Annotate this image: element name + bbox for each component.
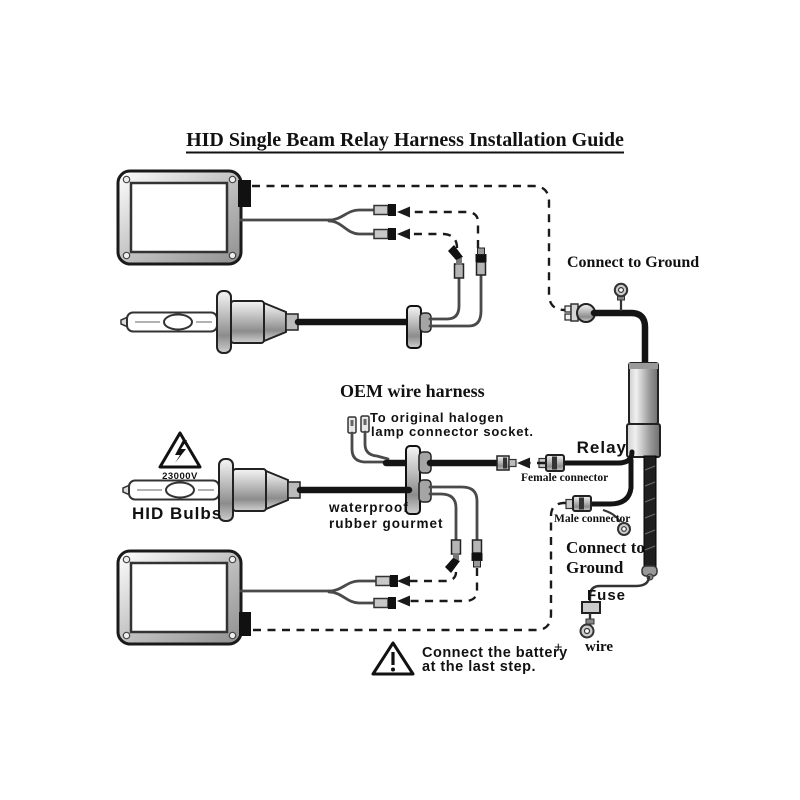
battery-note-line1: Connect the battery bbox=[422, 645, 568, 661]
arrowhead-left bbox=[517, 457, 530, 469]
ballast-top-lead-lower bbox=[327, 219, 376, 236]
halogen-label-line1: To original halogen bbox=[370, 410, 504, 425]
hid-bulb-top bbox=[120, 290, 413, 354]
fuse-label: Fuse bbox=[587, 587, 626, 604]
oem-lead-2 bbox=[363, 430, 390, 461]
oem-output-lead bbox=[426, 455, 517, 471]
grommet-middle bbox=[405, 445, 432, 515]
braid-texture bbox=[644, 465, 656, 551]
dashed-connection-female bbox=[517, 457, 545, 469]
oem-spade-terminal-2 bbox=[360, 415, 370, 433]
dashed-connection-spade-bottom bbox=[397, 571, 458, 587]
spade-connector-top bbox=[447, 244, 465, 279]
plus-symbol: + bbox=[554, 640, 563, 656]
ballast-bottom bbox=[116, 549, 399, 646]
arrowhead-left bbox=[397, 575, 410, 587]
male-connector bbox=[565, 495, 592, 512]
warning-voltage bbox=[158, 431, 202, 469]
hid-bulbs-label: HID Bulbs bbox=[132, 504, 222, 523]
ground-ring-terminal-mid bbox=[617, 522, 631, 536]
spade-connector-bottom bbox=[444, 539, 462, 574]
female-connector bbox=[538, 454, 565, 472]
exclamation-dot-icon bbox=[391, 667, 395, 672]
connect-to-ground-mid-label-line2: Ground bbox=[566, 558, 624, 577]
arrowhead-left bbox=[397, 595, 410, 607]
dashed-connection-bullet-top bbox=[397, 206, 480, 248]
relay-label: Relay bbox=[577, 438, 627, 457]
relay-body bbox=[626, 362, 661, 458]
ground-ring-terminal-top bbox=[613, 282, 629, 301]
waterproof-label-line2: rubber gourmet bbox=[329, 516, 444, 531]
waterproof-label-line1: waterproof bbox=[328, 500, 409, 515]
dashed-connection-ballast-top-to-relay bbox=[252, 184, 566, 312]
connect-to-ground-top-label: Connect to Ground bbox=[567, 254, 699, 271]
halogen-label-line2: lamp connector socket. bbox=[371, 424, 534, 439]
ballast-top bbox=[116, 169, 397, 266]
ballast-bottom-terminal-lower bbox=[373, 596, 397, 610]
bulb-bottom-connector-leads bbox=[428, 485, 484, 574]
warning-battery bbox=[371, 641, 415, 676]
bullet-connector-top bbox=[474, 247, 488, 276]
relay-input-connector bbox=[564, 303, 596, 323]
relay-male-lead bbox=[565, 457, 634, 536]
dashed-connection-ballast-bottom-to-male bbox=[253, 501, 566, 632]
voltage-label: 23000V bbox=[162, 471, 198, 482]
ballast-bottom-lead-upper bbox=[327, 579, 378, 593]
lightning-bolt-icon bbox=[175, 440, 187, 463]
connect-to-ground-mid-label-line1: Connect to bbox=[566, 538, 645, 557]
ballast-bottom-input-tab bbox=[239, 612, 251, 636]
ground-branch-wire-mid bbox=[602, 509, 621, 523]
grommet-top bbox=[406, 305, 432, 349]
fuse-assembly bbox=[579, 575, 651, 639]
battery-ring-hole bbox=[583, 627, 591, 635]
lead-to-spade-bottom bbox=[428, 492, 458, 542]
relay-female-lead bbox=[538, 449, 635, 472]
ballast-top-terminal-lower bbox=[373, 227, 397, 241]
lead-to-spade-top bbox=[428, 276, 461, 321]
ballast-top-terminal-upper bbox=[373, 203, 397, 217]
battery-note-line2: at the last step. bbox=[422, 659, 536, 675]
ring-terminal-stem bbox=[585, 618, 595, 625]
ballast-top-input-tab bbox=[238, 180, 251, 207]
female-connector-label: Female connector bbox=[521, 472, 608, 484]
wire-label: wire bbox=[585, 639, 613, 655]
oem-male-connector bbox=[496, 455, 517, 471]
oem-lead-1 bbox=[350, 431, 392, 464]
relay-braided-wire bbox=[641, 455, 658, 581]
ballast-bottom-lead-lower bbox=[327, 590, 376, 605]
fuse-wire-upper bbox=[588, 575, 651, 602]
oem-wire-harness-label: OEM wire harness bbox=[340, 381, 485, 401]
relay-power-input bbox=[564, 282, 649, 368]
male-connector-label: Male connector bbox=[554, 513, 630, 525]
ballast-top-lead-upper bbox=[327, 208, 376, 222]
hid-bulb-bottom bbox=[122, 458, 413, 522]
ballast-bottom-terminal-upper bbox=[375, 574, 399, 588]
relay-input-wire bbox=[590, 309, 649, 368]
dashed-connection-bullet-bottom bbox=[397, 568, 479, 607]
oem-spade-terminal-1 bbox=[347, 416, 357, 434]
lead-to-bullet-top bbox=[428, 273, 483, 328]
page-title: HID Single Beam Relay Harness Installati… bbox=[186, 129, 624, 151]
bullet-connector-bottom bbox=[470, 539, 484, 568]
bulb-top-connector-leads bbox=[428, 244, 488, 328]
lead-to-bullet-bottom bbox=[428, 485, 479, 542]
arrowhead-left bbox=[397, 228, 410, 240]
arrowhead-left bbox=[397, 206, 410, 218]
dashed-connection-spade-top bbox=[397, 228, 459, 249]
